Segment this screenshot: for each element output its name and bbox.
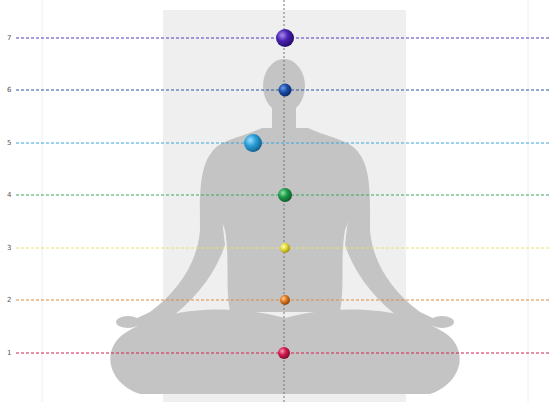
- level-number: 5: [6, 139, 12, 147]
- chakra-spheres: [244, 29, 294, 359]
- meditating-figure: [110, 59, 459, 394]
- level-number: 1: [6, 349, 12, 357]
- grid-line: [42, 0, 43, 402]
- level-number: 3: [6, 244, 12, 252]
- level-number: 2: [6, 296, 12, 304]
- level-lines: [16, 38, 550, 353]
- level-number: 7: [6, 34, 12, 42]
- level-number: 6: [6, 86, 12, 94]
- level-number: 4: [6, 191, 12, 199]
- grid-line: [528, 0, 529, 402]
